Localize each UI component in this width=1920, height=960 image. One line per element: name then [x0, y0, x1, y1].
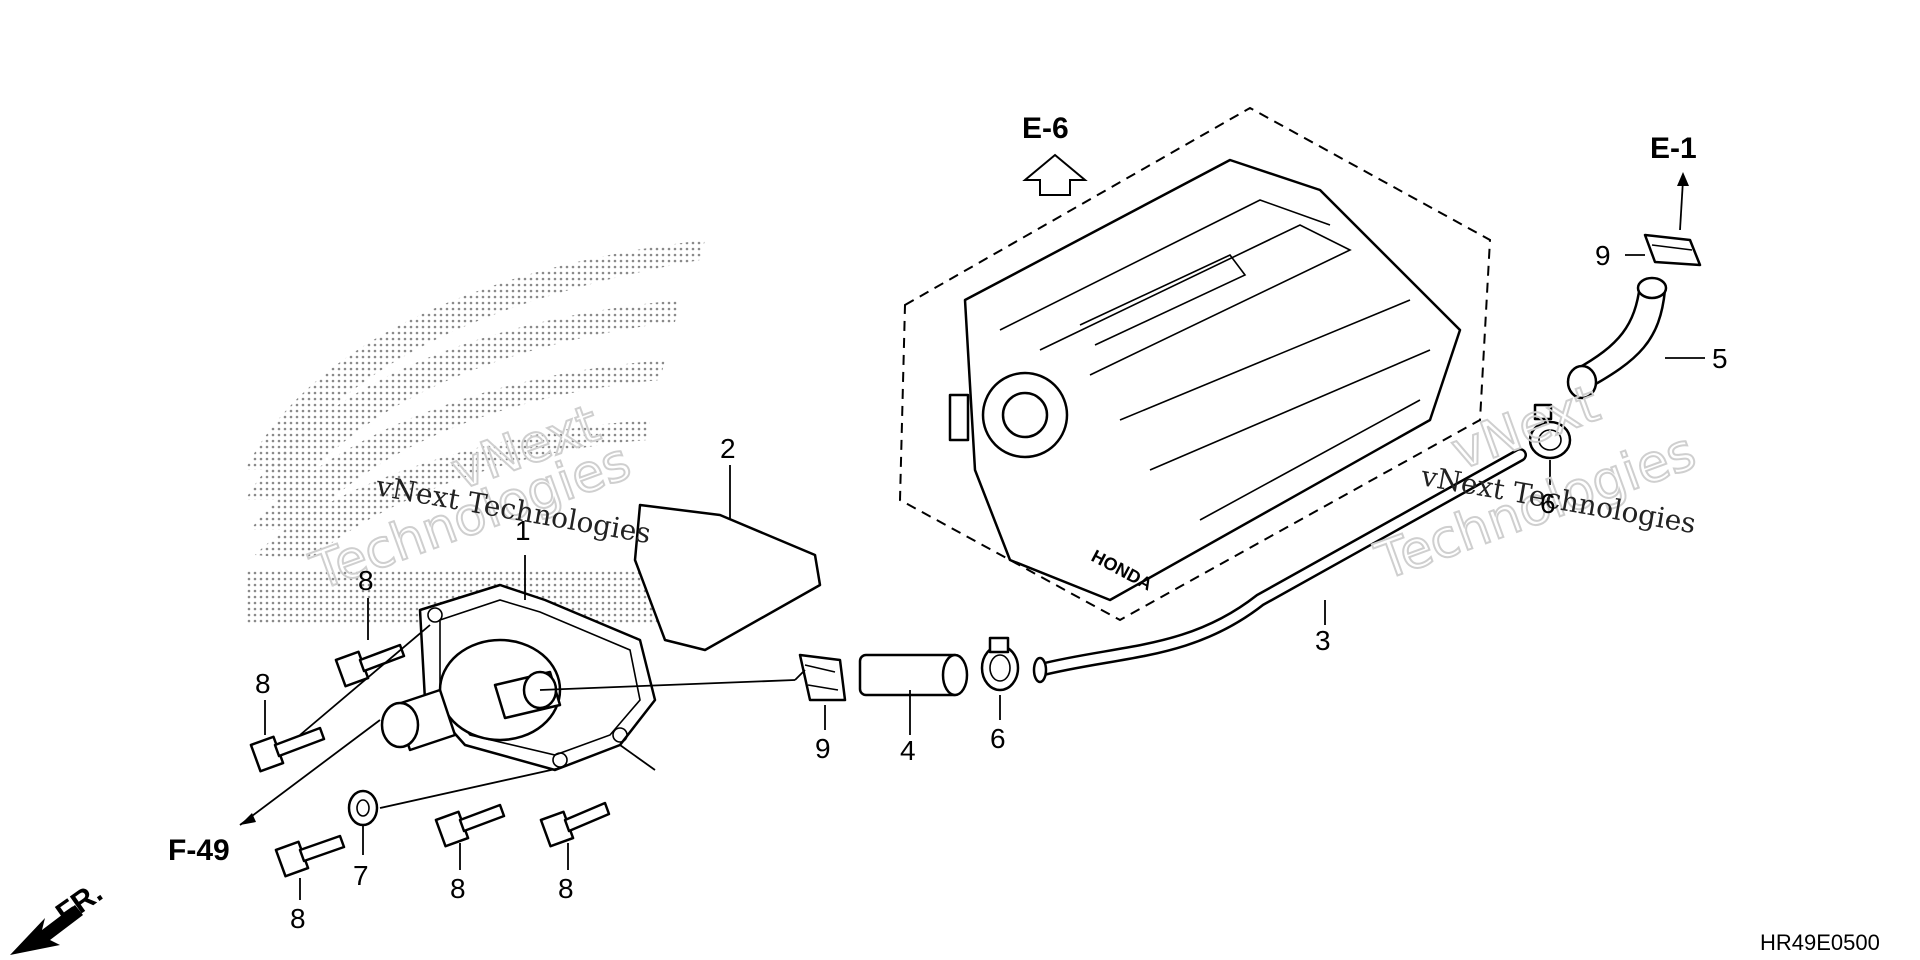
- flange-bolt-3: [274, 834, 346, 878]
- clip-clamp-upper: [1643, 233, 1702, 267]
- flange-bolt-2: [249, 726, 326, 773]
- front-direction-arrow: [10, 905, 83, 955]
- flange-bolt-5: [539, 801, 611, 848]
- callout-6-upper: 6: [1540, 488, 1556, 519]
- callout-8-d: 8: [450, 873, 466, 904]
- hose-clamp-upper: [1528, 403, 1572, 460]
- callout-9-upper: 9: [1595, 240, 1611, 271]
- sealing-washer: [347, 789, 379, 827]
- callout-7: 7: [353, 860, 369, 891]
- reference-arrow-up: [1022, 153, 1088, 196]
- callout-5: 5: [1712, 343, 1728, 374]
- callout-4: 4: [900, 735, 916, 766]
- clip-clamp-lower: [798, 653, 847, 702]
- callout-3: 3: [1315, 625, 1331, 656]
- reference-e1: E-1: [1650, 132, 1697, 165]
- flange-bolt-1: [334, 643, 406, 688]
- short-hose: [858, 653, 969, 697]
- callout-8-a: 8: [358, 565, 374, 596]
- leader-lines: [239, 172, 1705, 900]
- callout-8-b: 8: [255, 668, 271, 699]
- callout-9-lower: 9: [815, 733, 831, 764]
- water-pump-assembly: [380, 583, 657, 772]
- reference-e6: E-6: [1022, 112, 1069, 145]
- reference-f49: F-49: [168, 834, 230, 867]
- hose-clamp-lower: [980, 636, 1020, 692]
- engine-case-group: HONDA: [898, 106, 1492, 622]
- callout-8-e: 8: [558, 873, 574, 904]
- callout-8-c: 8: [290, 903, 306, 934]
- diagram-code: HR49E0500: [1760, 930, 1880, 955]
- bent-hose: [1566, 276, 1668, 400]
- callout-6-lower: 6: [990, 723, 1006, 754]
- callout-1: 1: [515, 515, 531, 546]
- flange-bolt-4: [434, 803, 506, 848]
- gasket-ring: [633, 503, 822, 652]
- callout-2: 2: [720, 433, 736, 464]
